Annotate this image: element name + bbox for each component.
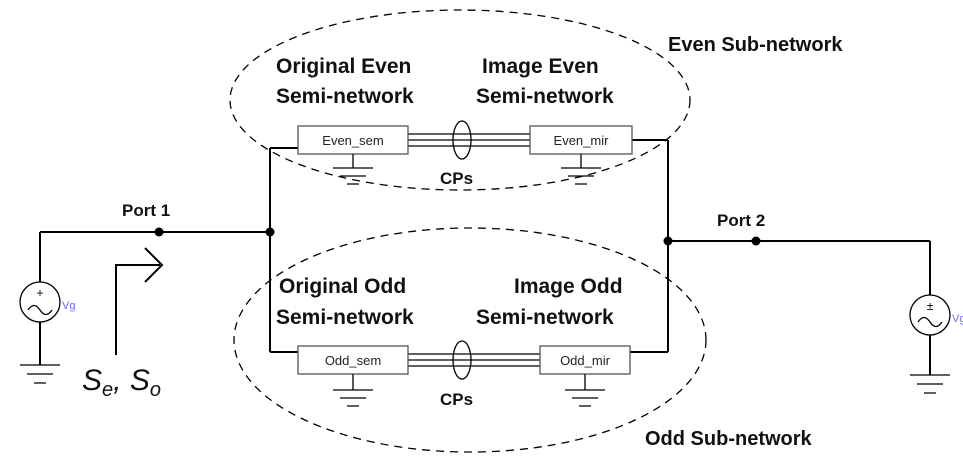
even-mir-ground-icon (561, 154, 601, 185)
even-sem-ground-icon (333, 154, 373, 185)
original-even-label-line2: Semi-network (276, 85, 414, 108)
svg-text:±: ± (927, 299, 934, 313)
even-mir-block (529, 125, 633, 155)
odd-sem-block (297, 345, 409, 375)
right-ground-icon (910, 374, 950, 394)
even-cps-label: CPs (440, 169, 473, 188)
original-odd-label-line2: Semi-network (276, 306, 414, 329)
original-odd-label-line1: Original Odd (279, 275, 406, 298)
left-ground-icon (20, 364, 60, 384)
svg-text:+: + (36, 286, 43, 300)
even-mir-label: Even_mir (554, 133, 610, 148)
right-vg-label: Vg (952, 313, 963, 325)
odd-sem-label: Odd_sem (325, 353, 381, 368)
even-subnetwork-title: Even Sub-network (668, 34, 843, 56)
odd-subnetwork-title: Odd Sub-network (645, 428, 813, 450)
image-even-label-line1: Image Even (482, 55, 599, 78)
right-source-wiring (630, 139, 931, 375)
input-arrow-icon (115, 247, 164, 355)
image-even-label-line2: Semi-network (476, 85, 614, 108)
even-coupled-lines (408, 120, 530, 160)
odd-coupled-lines (408, 340, 540, 380)
odd-mir-label: Odd_mir (560, 353, 611, 368)
left-vg-label: Vg (62, 300, 75, 312)
original-even-label-line1: Original Even (276, 55, 411, 78)
image-odd-label-line2: Semi-network (476, 306, 614, 329)
odd-subnetwork-boundary (233, 227, 707, 453)
left-source-wiring (39, 147, 298, 365)
left-voltage-source-icon: + (19, 281, 61, 323)
odd-sem-ground-icon (333, 374, 373, 407)
right-voltage-source-icon: ± (909, 294, 951, 336)
odd-cps-label: CPs (440, 390, 473, 409)
odd-mir-ground-icon (565, 374, 605, 407)
se-so-label: Se, So (82, 364, 161, 401)
port2-label: Port 2 (717, 211, 765, 230)
image-odd-label-line1: Image Odd (514, 275, 623, 298)
even-sem-label: Even_sem (322, 133, 383, 148)
port1-label: Port 1 (122, 201, 170, 220)
even-subnetwork-boundary (229, 9, 691, 191)
